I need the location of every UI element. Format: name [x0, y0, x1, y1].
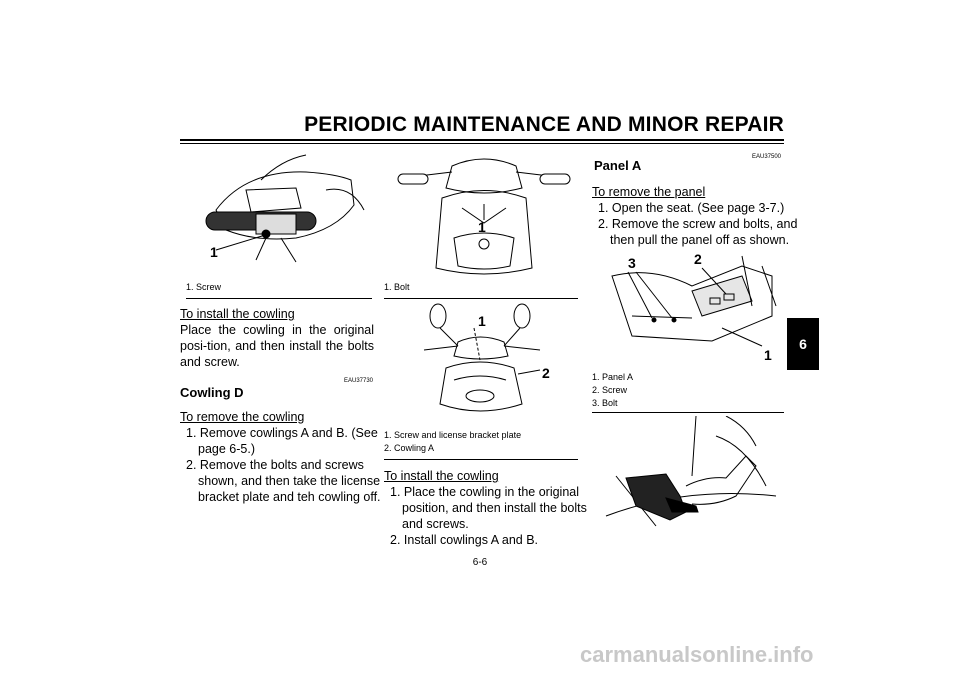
screw-caption: 1. Screw [186, 282, 222, 292]
panel-illustration: 3 2 1 [611, 251, 777, 363]
install-cowling-title-2: To install the cowling [384, 469, 499, 483]
plate-caption-2: 2. Cowling A [384, 443, 435, 453]
install-cowling-text: Place the cowling in the original posi-t… [180, 323, 374, 369]
header-rule-thin [180, 143, 784, 144]
bolt-caption-rule [384, 298, 578, 299]
panel-step-2: 2. Remove the screw and bolts, and then … [598, 217, 798, 247]
page-number: 6-6 [472, 557, 488, 568]
page-title: PERIODIC MAINTENANCE AND MINOR REPAIR [304, 113, 784, 136]
watermark: carmanualsonline.info [580, 642, 814, 667]
plate-callout-label-2: 2 [542, 365, 550, 381]
cowling-d-heading: Cowling D [180, 385, 244, 400]
panel-caption-rule [592, 412, 784, 413]
panel-step-1: 1. Open the seat. (See page 3-7.) [598, 201, 785, 215]
screw-callout-label: 1 [210, 244, 218, 260]
install-step-2: 2. Install cowlings A and B. [390, 533, 539, 547]
bolt-callout-label: 1 [478, 219, 486, 235]
install-cowling-title: To install the cowling [180, 307, 295, 321]
bolt-caption: 1. Bolt [384, 282, 410, 292]
cowling-d-step-2: 2. Remove the bolts and screws shown, an… [186, 458, 381, 504]
panel-a-heading: Panel A [594, 158, 642, 173]
panel-callout-label-2: 2 [694, 251, 702, 267]
header-rule [180, 139, 784, 141]
chapter-tab: 6 [787, 318, 819, 370]
plate-callout-label-1: 1 [478, 313, 486, 329]
plate-caption-1: 1. Screw and license bracket plate [384, 430, 522, 440]
remove-cowling-title: To remove the cowling [180, 410, 305, 424]
cowling-d-step-1: 1. Remove cowlings A and B. (See page 6-… [186, 426, 378, 456]
section-code: EAU37730 [344, 378, 374, 384]
plate-caption-rule [384, 459, 578, 460]
panel-callout-label-1: 1 [764, 347, 772, 363]
bolt-illustration: 1 [397, 158, 571, 275]
caption-rule [186, 298, 372, 299]
panel-caption-1: 1. Panel A [592, 372, 634, 382]
panel-caption-3: 3. Bolt [592, 398, 618, 408]
screw-illustration: 1 [205, 154, 365, 263]
section-code-2: EAU37500 [752, 154, 782, 160]
remove-panel-title: To remove the panel [592, 185, 706, 199]
panel-callout-label-3: 3 [628, 255, 636, 271]
screw-plate-illustration: 1 2 [423, 303, 550, 412]
panel-removal-illustration [605, 416, 777, 527]
install-step-1: 1. Place the cowling in the original pos… [390, 485, 587, 531]
panel-caption-2: 2. Screw [592, 385, 628, 395]
